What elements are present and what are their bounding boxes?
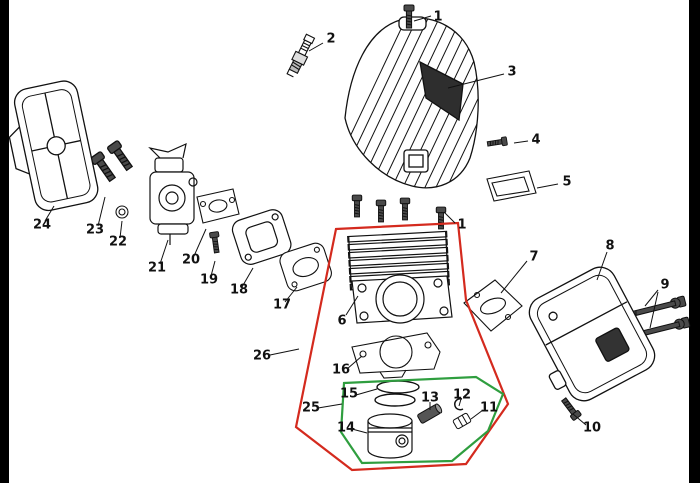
callout-19: 19 [199,272,219,288]
callout-leader-lines [44,15,659,434]
carburetor-part [148,142,198,245]
callout-9: 9 [660,277,670,293]
scan-edge-left [0,0,9,483]
callout-1-cylinder-bolt: 1 [457,217,467,233]
carburetor-gasket-part [196,188,240,224]
scan-edge-right [689,0,700,483]
cylinder-part [347,230,453,324]
spark-plug-part [286,33,316,78]
intake-gasket-part [279,242,332,292]
callout-18: 18 [229,282,249,298]
callout-8: 8 [605,238,615,254]
callout-10: 10 [582,420,602,436]
intake-insulator-part [231,209,292,265]
callout-23: 23 [85,222,105,238]
callout-6: 6 [337,313,347,329]
cylinder-base-gasket-part [351,332,441,379]
callout-5: 5 [562,174,572,190]
piston-assembly-outline [339,375,505,465]
engine-cover-part [344,16,479,189]
piston-rings-part [374,380,420,407]
piston-part [367,413,413,459]
cylinder-assembly-outline [294,221,510,472]
callout-4: 4 [531,132,541,148]
callout-12: 12 [452,387,472,403]
callout-11: 11 [479,400,499,416]
callout-17: 17 [272,297,292,313]
callout-21: 21 [147,260,167,276]
callout-3: 3 [507,64,517,80]
needle-bearing-part [452,412,472,430]
callout-7: 7 [529,249,539,265]
callout-13: 13 [420,390,440,406]
muffler-gasket-part [463,279,523,332]
callout-25: 25 [301,400,321,416]
callout-24: 24 [32,217,52,233]
callout-26: 26 [252,348,272,364]
callout-22: 22 [108,234,128,250]
callout-1-cover-bolt: 1 [433,9,443,25]
circlip-part [454,397,464,411]
callout-14: 14 [336,420,356,436]
cover-gasket-part [486,170,537,202]
air-filter-cover-part [8,80,99,212]
muffler-part [528,266,656,402]
nut-part [115,205,129,219]
callout-2: 2 [326,31,336,47]
callout-16: 16 [331,362,351,378]
callout-15: 15 [339,386,359,402]
piston-pin-part [417,403,443,424]
callout-20: 20 [181,252,201,268]
